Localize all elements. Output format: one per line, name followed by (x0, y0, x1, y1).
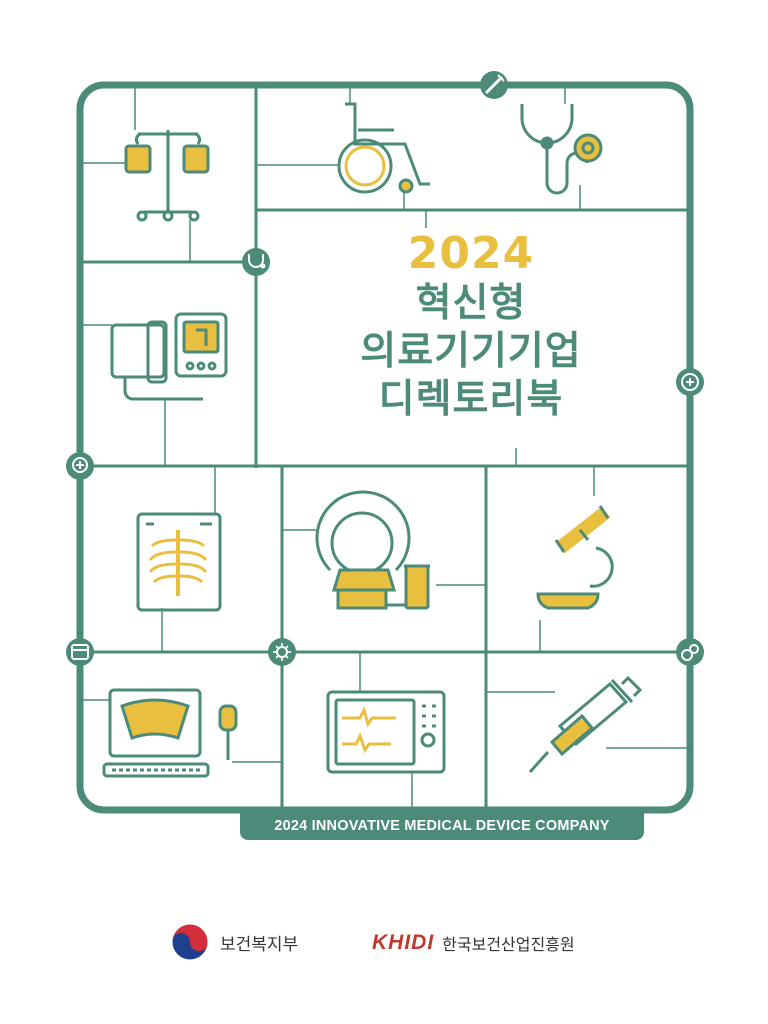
cover-title: 2024 혁신형 의료기기기업 디렉토리북 (256, 228, 686, 424)
junction-stethoscope-icon (242, 248, 270, 276)
taegeuk-emblem-icon (171, 923, 209, 961)
mri-scanner-icon (315, 490, 430, 610)
xray-icon (136, 512, 222, 612)
grid-lines (80, 85, 690, 810)
khidi-org-name: 한국보건산업진흥원 (442, 935, 575, 954)
junction-plus-icon (676, 368, 704, 396)
syringe-icon (528, 675, 643, 774)
title-line-2: 의료기기기업 (360, 329, 582, 374)
junction-syringe-icon (480, 71, 508, 99)
ultrasound-icon (102, 688, 238, 778)
blood-pressure-monitor-icon (110, 312, 228, 401)
khidi-logo: KHIDI 한국보건산업진흥원 (372, 928, 575, 958)
junction-location-plus-icon (66, 452, 94, 480)
junction-pill-icon (676, 638, 704, 666)
title-year: 2024 (407, 228, 535, 279)
ministry-name: 보건복지부 (220, 934, 299, 955)
wheelchair-icon (337, 102, 430, 194)
title-line-1: 혁신형 (415, 281, 527, 326)
iv-stand-icon (124, 130, 210, 222)
microscope-icon (536, 505, 614, 610)
english-subtitle-banner: 2024 INNOVATIVE MEDICAL DEVICE COMPANY (240, 812, 644, 840)
title-line-3: 디렉토리북 (378, 377, 564, 422)
junction-virus-icon (268, 638, 296, 666)
junction-calendar-icon (66, 638, 94, 666)
outer-frame (76, 81, 694, 814)
patient-monitor-icon (326, 690, 446, 774)
ministry-logo: 보건복지부 (170, 922, 298, 962)
connector-lines (80, 85, 690, 810)
khidi-mark: KHIDI (372, 931, 435, 954)
stethoscope-icon (520, 104, 603, 195)
